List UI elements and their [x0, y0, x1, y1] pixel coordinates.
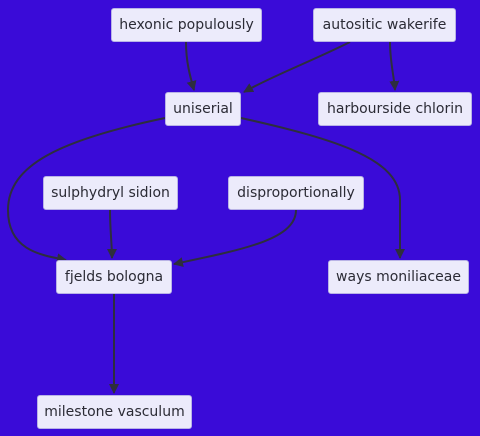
node-label: disproportionally [237, 185, 355, 201]
edge-uniserial-fjelds [6, 117, 166, 264]
node-hexonic-populously[interactable]: hexonic populously [111, 8, 262, 42]
node-label: ways moniliaceae [336, 269, 461, 285]
node-label: fjelds bologna [64, 269, 164, 285]
node-autositic-wakerife[interactable]: autositic wakerife [313, 8, 456, 42]
node-milestone-vasculum[interactable]: milestone vasculum [37, 395, 192, 429]
node-label: milestone vasculum [44, 404, 185, 420]
node-disproportionally[interactable]: disproportionally [228, 176, 364, 210]
node-fjelds-bologna[interactable]: fjelds bologna [56, 260, 172, 294]
node-harbourside-chlorin[interactable]: harbourside chlorin [318, 92, 472, 126]
node-uniserial[interactable]: uniserial [165, 92, 241, 126]
node-label: uniserial [173, 101, 233, 117]
edge-autositic-harbourside [389, 41, 400, 91]
edge-dispro-fjelds [173, 209, 297, 268]
node-label: harbourside chlorin [327, 101, 463, 117]
node-ways-moniliaceae[interactable]: ways moniliaceae [328, 260, 469, 294]
edge-uniserial-ways [240, 117, 405, 259]
node-label: hexonic populously [119, 17, 254, 33]
node-label: autositic wakerife [322, 17, 447, 33]
node-sulphydryl-sidion[interactable]: sulphydryl sidion [43, 176, 178, 210]
edge-hexonic-uniserial [185, 41, 197, 91]
edge-autositic-uniserial [243, 41, 351, 93]
node-label: sulphydryl sidion [51, 185, 170, 201]
edge-sulphydryl-fjelds [106, 209, 117, 259]
